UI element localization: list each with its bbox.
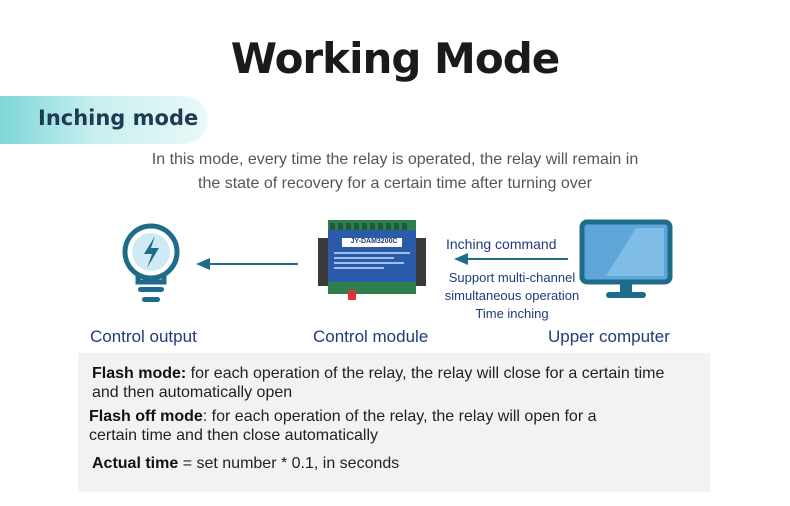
flash-mode-line: Flash mode: for each operation of the re… bbox=[92, 365, 664, 383]
upper-computer-label: Upper computer bbox=[548, 327, 670, 346]
page-title: Working Mode bbox=[230, 34, 561, 83]
flash-mode-term: Flash mode: bbox=[92, 365, 187, 382]
arrow-module-to-output bbox=[196, 258, 298, 270]
flash-off-mode-line-2: certain time and then close automaticall… bbox=[89, 427, 379, 444]
control-module-label: Control module bbox=[313, 327, 429, 346]
inching-command-label: Inching command bbox=[446, 236, 557, 252]
arrow-computer-to-module bbox=[454, 253, 568, 265]
module-model-text: JY-DAM3200C bbox=[350, 238, 398, 245]
note-line: simultaneous operation bbox=[444, 288, 580, 303]
mode-tab-label: Inching mode bbox=[38, 106, 199, 130]
actual-time-term: Actual time bbox=[92, 455, 179, 472]
description-line-2: the state of recovery for a certain time… bbox=[198, 175, 592, 192]
flash-off-mode-line: Flash off mode: for each operation of th… bbox=[89, 408, 596, 426]
flash-off-mode-term: Flash off mode bbox=[89, 408, 203, 425]
flash-mode-text: for each operation of the relay, the rel… bbox=[186, 365, 665, 382]
mode-description: In this mode, every time the relay is op… bbox=[95, 148, 695, 196]
flash-off-mode-text: : for each operation of the relay, the r… bbox=[202, 408, 597, 425]
note-line: Support multi-channel bbox=[448, 270, 576, 285]
actual-time-line: Actual time = set number * 0.1, in secon… bbox=[92, 455, 399, 473]
control-module-device bbox=[318, 220, 426, 300]
mode-tab: Inching mode bbox=[0, 96, 208, 144]
command-notes: Support multi-channel simultaneous opera… bbox=[432, 269, 592, 323]
flash-mode-line-2: and then automatically open bbox=[92, 384, 293, 401]
monitor-icon bbox=[579, 219, 673, 298]
mode-definitions-panel: Flash mode: for each operation of the re… bbox=[78, 353, 710, 492]
note-line: Time inching bbox=[475, 306, 549, 321]
control-output-label: Control output bbox=[90, 327, 197, 346]
light-bulb-icon bbox=[122, 223, 180, 302]
description-line-1: In this mode, every time the relay is op… bbox=[151, 151, 639, 168]
actual-time-text: = set number * 0.1, in seconds bbox=[178, 455, 400, 472]
